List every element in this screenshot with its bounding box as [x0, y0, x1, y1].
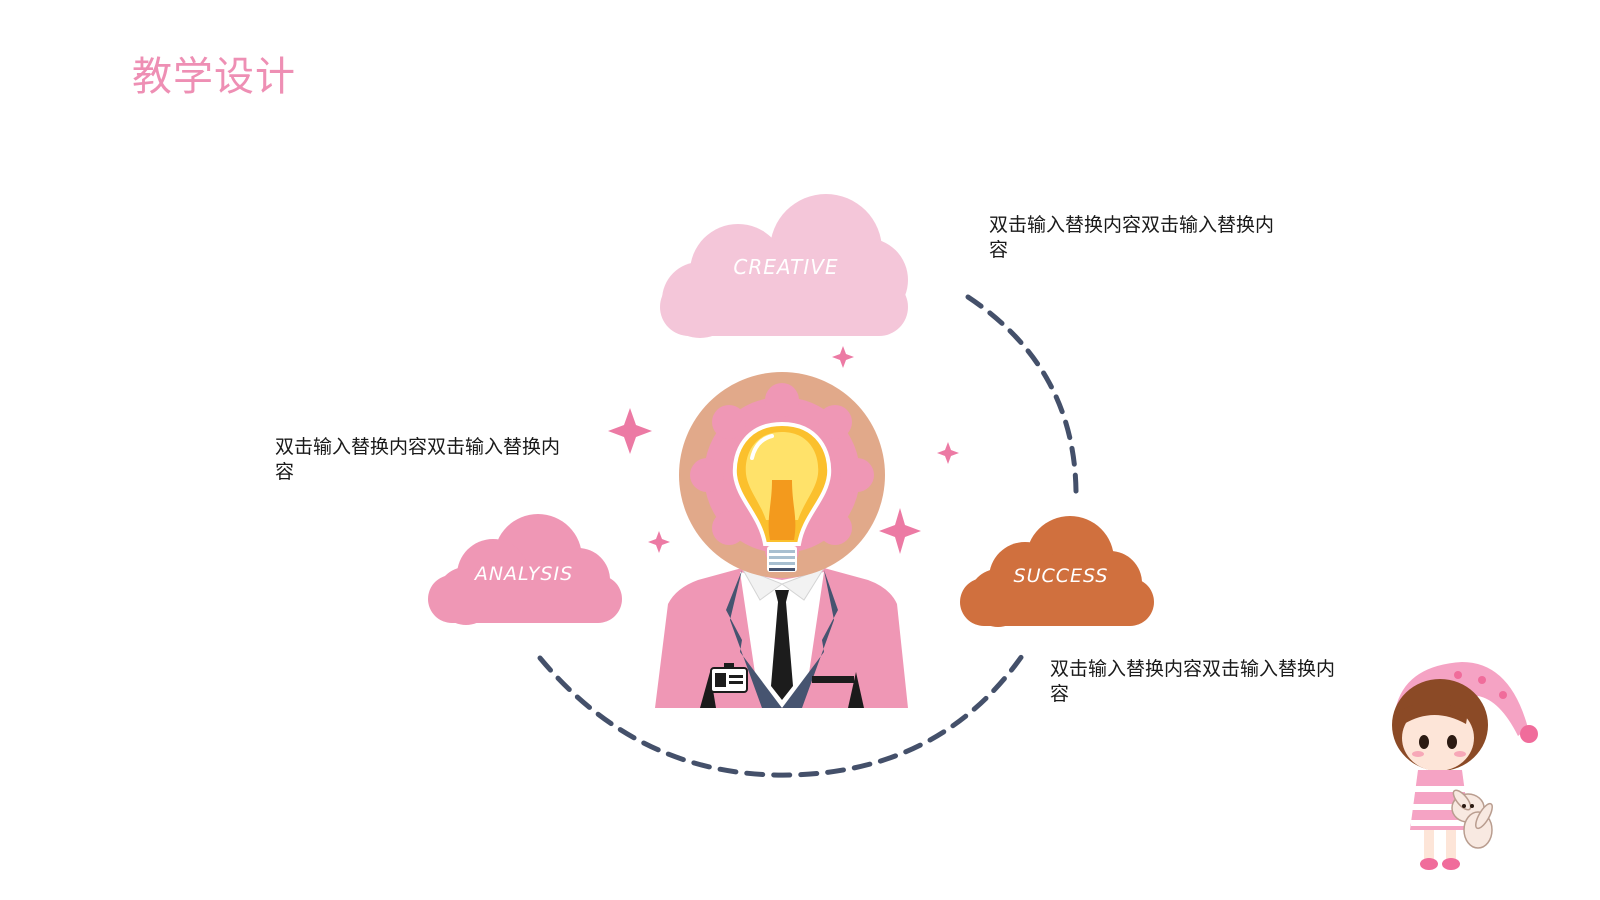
analysis-cloud: ANALYSIS: [428, 514, 622, 625]
dashed-arc-bottom: [537, 653, 1025, 778]
caption-top-right: 双击输入替换内容双击输入替换内容: [989, 214, 1275, 261]
caption-bottom-right: 双击输入替换内容双击输入替换内容: [1050, 658, 1336, 705]
lightbulb-person-icon: [655, 372, 908, 708]
success-label: SUCCESS: [1014, 565, 1109, 587]
cartoon-girl-icon: [1392, 662, 1538, 870]
success-cloud: SUCCESS: [960, 516, 1154, 627]
id-badge-icon: [710, 663, 748, 693]
creative-label: CREATIVE: [733, 255, 838, 279]
sparkle-icon: [608, 346, 959, 554]
creative-cloud: CREATIVE: [660, 194, 908, 338]
analysis-label: ANALYSIS: [473, 563, 573, 585]
dashed-arc-right: [965, 294, 1079, 503]
caption-left: 双击输入替换内容双击输入替换内容: [275, 436, 561, 483]
slide-title: 教学设计: [132, 54, 296, 100]
